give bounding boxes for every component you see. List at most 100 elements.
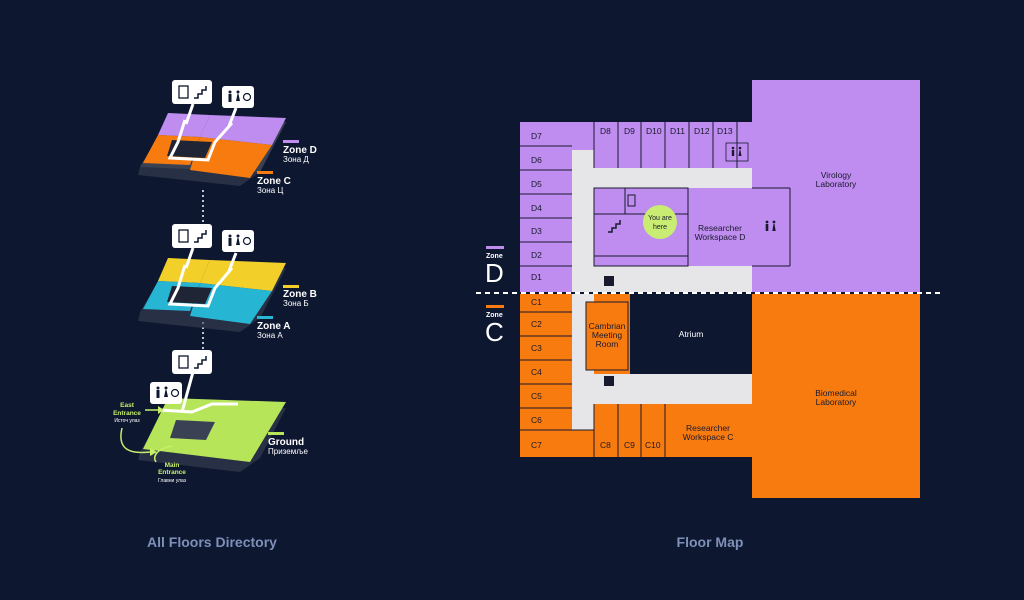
- biomedical-label[interactable]: Biomedical: [815, 388, 857, 398]
- room-c10[interactable]: C10: [645, 440, 661, 450]
- workspace-c-label[interactable]: Researcher: [686, 423, 730, 433]
- cambrian-label-3: Room: [596, 339, 619, 349]
- zone-c-marker: Zone C: [485, 305, 504, 347]
- elevator-icon: [178, 229, 189, 243]
- restroom-icon: [725, 142, 749, 162]
- zone-a-label: Zone A: [257, 321, 291, 332]
- virology-label[interactable]: Virology: [821, 170, 852, 180]
- svg-text:East: East: [120, 402, 135, 409]
- biomedical-laboratory[interactable]: [752, 294, 920, 498]
- elevator-stairs-sign: [172, 350, 212, 374]
- room-d7[interactable]: D7: [531, 131, 542, 141]
- svg-text:Main: Main: [165, 462, 180, 469]
- room-d10[interactable]: D10: [646, 126, 662, 136]
- room-d4[interactable]: D4: [531, 203, 542, 213]
- cambrian-meeting-room[interactable]: [585, 301, 629, 371]
- room-c9[interactable]: C9: [624, 440, 635, 450]
- svg-text:Entrance: Entrance: [158, 469, 186, 476]
- elevator-icon: [627, 194, 636, 207]
- workspace-d-label-2[interactable]: Workspace D: [695, 232, 746, 242]
- zone-a-sublabel: Зона А: [257, 331, 283, 340]
- d-center-block: [593, 187, 791, 267]
- accessible-icon: [170, 388, 180, 398]
- stairs-icon: [194, 356, 207, 369]
- elevator-icon: [178, 85, 189, 99]
- room-d8[interactable]: D8: [600, 126, 611, 136]
- arrow-icon: [158, 406, 164, 414]
- floor-zones-b-a[interactable]: [138, 247, 286, 332]
- vending-icon: [604, 376, 614, 386]
- cambrian-label: Cambrian: [589, 321, 626, 331]
- restroom-icon: [228, 90, 232, 94]
- d-left-rooms: [520, 122, 595, 267]
- room-d3[interactable]: D3: [531, 226, 542, 236]
- east-entrance: East Entrance Источ улаз: [113, 402, 164, 456]
- legend-swatch: [268, 432, 284, 435]
- corridor: [572, 150, 752, 430]
- restroom-accessible-sign: [222, 230, 254, 252]
- elevator-stairs-sign: [172, 224, 212, 248]
- legend-swatch: [257, 171, 273, 174]
- you-are-here-marker[interactable]: You are here: [643, 205, 677, 239]
- cambrian-label-2: Meeting: [592, 330, 623, 340]
- room-d9[interactable]: D9: [624, 126, 635, 136]
- svg-text:Главни улаз: Главни улаз: [158, 478, 187, 484]
- virology-laboratory[interactable]: [752, 80, 920, 292]
- stairs-icon: [194, 230, 207, 243]
- virology-label-2[interactable]: Laboratory: [816, 179, 857, 189]
- zone-b-label: Zone B: [283, 289, 317, 300]
- room-d11[interactable]: D11: [670, 126, 685, 136]
- stairs-icon: [194, 86, 207, 99]
- svg-text:Zone: Zone: [486, 253, 503, 260]
- restroom-icon: [156, 386, 160, 390]
- svg-text:Entrance: Entrance: [113, 410, 141, 417]
- atrium: [630, 294, 752, 374]
- zone-b-sublabel: Зона Б: [283, 299, 309, 308]
- room-c1[interactable]: C1: [531, 297, 542, 307]
- legend-swatch: [283, 140, 299, 143]
- room-c3[interactable]: C3: [531, 343, 542, 353]
- room-d1[interactable]: D1: [531, 272, 542, 282]
- workspace-c-label-2[interactable]: Workspace C: [683, 432, 734, 442]
- room-c7[interactable]: C7: [531, 440, 542, 450]
- room-d6[interactable]: D6: [531, 155, 542, 165]
- restroom-icon: [765, 220, 776, 231]
- room-d2[interactable]: D2: [531, 250, 542, 260]
- elevator-icon: [178, 355, 189, 369]
- floor-zones-d-c[interactable]: [138, 103, 286, 186]
- zone-d-marker: Zone D: [485, 246, 504, 288]
- svg-text:D: D: [485, 258, 504, 288]
- zone-c-sublabel: Зона Ц: [257, 186, 283, 195]
- room-d12[interactable]: D12: [694, 126, 710, 136]
- c-left-rooms: [520, 311, 594, 431]
- svg-text:You are: You are: [648, 215, 672, 222]
- room-c8[interactable]: C8: [600, 440, 611, 450]
- floor-ground[interactable]: [138, 371, 286, 472]
- accessible-icon: [242, 236, 252, 246]
- directory-caption: All Floors Directory: [147, 534, 277, 550]
- d-top-rooms: [617, 122, 738, 168]
- vending-icon: [604, 276, 614, 286]
- zone-c-label: Zone C: [257, 176, 291, 187]
- ground-label: Ground: [268, 437, 304, 448]
- zone-d-label: Zone D: [283, 145, 317, 156]
- arrow-icon: [150, 448, 157, 456]
- room-c5[interactable]: C5: [531, 391, 542, 401]
- all-floors-directory: Zone D Зона Д Zone C Зона Ц: [113, 80, 317, 550]
- room-d5[interactable]: D5: [531, 179, 542, 189]
- accessible-icon: [242, 92, 252, 102]
- restroom-icon: [228, 234, 232, 238]
- room-c4[interactable]: C4: [531, 367, 542, 377]
- elevator-stairs-sign: [172, 80, 212, 104]
- restroom-accessible-sign: [222, 86, 254, 108]
- room-d13[interactable]: D13: [717, 126, 733, 136]
- biomedical-label-2[interactable]: Laboratory: [816, 397, 857, 407]
- workspace-d-label[interactable]: Researcher: [698, 223, 742, 233]
- zone-d-sublabel: Зона Д: [283, 155, 309, 164]
- room-c2[interactable]: C2: [531, 319, 542, 329]
- restroom-accessible-sign: [150, 382, 182, 404]
- room-c6[interactable]: C6: [531, 415, 542, 425]
- legend-swatch: [257, 316, 273, 319]
- svg-text:C: C: [485, 317, 504, 347]
